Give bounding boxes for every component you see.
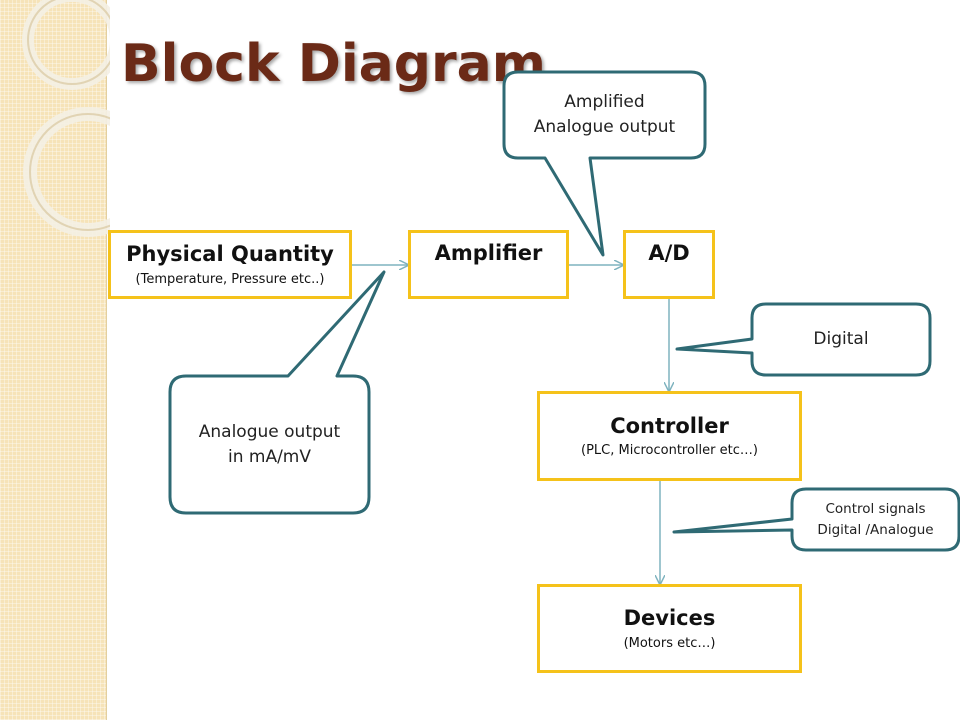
block-controller-sub: (PLC, Microcontroller etc…): [581, 443, 758, 459]
block-physical-quantity-label: Physical Quantity: [126, 242, 334, 267]
block-ad: A/D: [623, 230, 715, 299]
block-physical-quantity-sub: (Temperature, Pressure etc..): [135, 271, 325, 287]
callout-digital-shape: [675, 302, 932, 377]
decorative-rings: [22, 0, 110, 237]
block-amplifier-label: Amplifier: [434, 241, 543, 265]
callout-analogue-text: Analogue output in mA/mV: [170, 376, 369, 513]
callout-control-shape: [672, 487, 960, 552]
block-devices: Devices (Motors etc…): [537, 584, 802, 673]
block-physical-quantity: Physical Quantity (Temperature, Pressure…: [108, 230, 352, 299]
callout-analogue-label: Analogue output in mA/mV: [198, 421, 341, 467]
block-controller-label: Controller: [610, 413, 729, 438]
callout-amplified-text: Amplified Analogue output: [504, 72, 705, 158]
block-ad-label: A/D: [648, 241, 690, 265]
block-devices-sub: (Motors etc…): [623, 635, 716, 651]
page-title: Block Diagram: [121, 34, 546, 94]
callout-amplified-label: Amplified Analogue output: [533, 92, 676, 137]
block-amplifier: Amplifier: [408, 230, 569, 299]
callout-control-label: Control signals Digital /Analogue: [817, 501, 934, 538]
block-devices-label: Devices: [623, 606, 716, 631]
callout-analogue-shape: [168, 270, 386, 515]
block-controller: Controller (PLC, Microcontroller etc…): [537, 391, 802, 481]
callout-control-text: Control signals Digital /Analogue: [792, 489, 959, 550]
callout-digital-text: Digital: [752, 304, 930, 375]
callout-digital-label: Digital: [813, 329, 869, 350]
callout-amplified-shape: [502, 70, 707, 257]
